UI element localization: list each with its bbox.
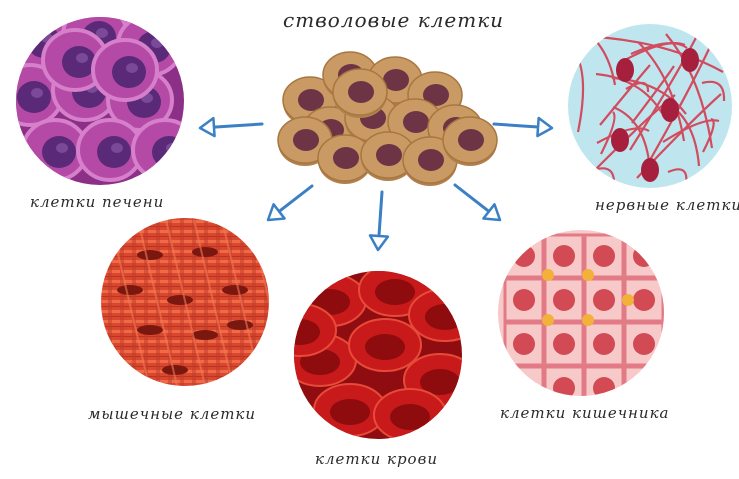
arrow-icon-to-liver <box>200 118 262 136</box>
arrow-icon-to-intestine <box>455 185 500 220</box>
muscle-cells-image <box>95 210 290 395</box>
label-liver-cells: клетки печени <box>30 193 164 211</box>
label-muscle-cells: мышечные клетки <box>88 405 256 423</box>
stem-cell-cluster <box>278 52 497 186</box>
nerve-cells-image <box>560 20 739 195</box>
label-intestine-cells: клетки кишечника <box>500 404 669 422</box>
diagram-title: стволовые клетки <box>283 8 504 32</box>
arrow-icon-to-muscle <box>268 186 312 220</box>
arrow-icon-to-nerve <box>494 118 552 136</box>
blood-cells-image <box>264 264 481 445</box>
label-nerve-cells: нервные клетки <box>595 196 739 214</box>
liver-cells-image <box>0 5 197 192</box>
arrow-icon-to-blood <box>370 192 388 250</box>
intestine-cells-image <box>495 225 670 409</box>
label-blood-cells: клетки крови <box>315 450 438 468</box>
